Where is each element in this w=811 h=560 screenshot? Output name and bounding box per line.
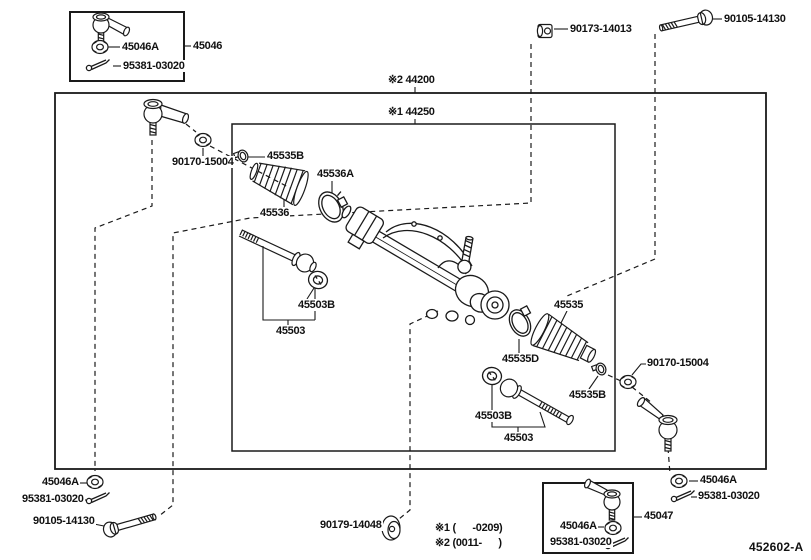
tie-rod-end-drawing-right bbox=[636, 397, 678, 452]
part-label-95381-bottom-right[interactable]: 95381-03020 bbox=[697, 490, 761, 502]
part-label-45503b-left[interactable]: 45503B bbox=[297, 299, 336, 311]
footnote-line-2: ※2 (0011- ) bbox=[434, 537, 503, 549]
part-label-45535[interactable]: 45535 bbox=[553, 299, 585, 311]
clamp-45535d-drawing bbox=[508, 304, 532, 337]
part-label-90105-14130-bottom-left[interactable]: 90105-14130 bbox=[32, 515, 96, 527]
rack-end-45503-right-drawing bbox=[499, 378, 574, 426]
nut-45046a-bottom-right-drawing bbox=[670, 473, 688, 489]
assembly-label-44250[interactable]: ※1 44250 bbox=[387, 106, 436, 118]
part-label-45536[interactable]: 45536 bbox=[259, 207, 291, 219]
footnote-line-1: ※1 ( -0209) bbox=[434, 522, 504, 534]
part-label-45046a-45047-box[interactable]: 45046A bbox=[559, 520, 598, 532]
washer-45503b-left-drawing bbox=[305, 268, 331, 292]
part-label-95381-topbox[interactable]: 95381-03020 bbox=[122, 60, 186, 72]
part-label-45503-left[interactable]: 45503 bbox=[275, 325, 307, 337]
part-label-90170-15004-right[interactable]: 90170-15004 bbox=[646, 357, 710, 369]
part-label-45535b-left[interactable]: 45535B bbox=[266, 150, 305, 162]
cotter-pin-topbox-drawing bbox=[85, 58, 111, 72]
part-label-45535d[interactable]: 45535D bbox=[501, 353, 540, 365]
assembly-44250-box bbox=[231, 123, 616, 452]
nut-45046a-45047-box-drawing bbox=[604, 520, 622, 536]
nut-90170-left-drawing bbox=[194, 132, 212, 148]
tie-rod-end-drawing-left bbox=[143, 98, 190, 136]
dashed-leader-lines bbox=[94, 34, 671, 520]
label-leader-lines bbox=[78, 18, 722, 544]
rack-end-45503-left-drawing bbox=[238, 229, 317, 273]
bolt-90105-top-drawing bbox=[657, 8, 715, 37]
part-label-90105-14130-top[interactable]: 90105-14130 bbox=[723, 13, 787, 25]
cotter-pin-bottom-left-drawing bbox=[85, 491, 111, 505]
clamp-45536a-drawing bbox=[318, 191, 349, 223]
part-label-45535b-right[interactable]: 45535B bbox=[568, 389, 607, 401]
clamp-45535b-right-drawing bbox=[590, 361, 609, 378]
nut-90173-drawing bbox=[536, 23, 553, 39]
part-label-95381-45047-box[interactable]: 95381-03020 bbox=[549, 536, 613, 548]
part-label-45046[interactable]: 45046 bbox=[192, 40, 224, 52]
part-label-90170-15004-left[interactable]: 90170-15004 bbox=[171, 156, 235, 168]
part-label-45503-right[interactable]: 45503 bbox=[503, 432, 535, 444]
part-label-95381-bottom-left[interactable]: 95381-03020 bbox=[21, 493, 85, 505]
nut-90179-drawing bbox=[381, 515, 401, 541]
steering-gear-assembly-drawing bbox=[341, 205, 510, 326]
clamp-45535b-left-drawing bbox=[232, 148, 251, 165]
assembly-label-44200[interactable]: ※2 44200 bbox=[387, 74, 436, 86]
nut-45046a-topbox-drawing bbox=[91, 39, 109, 55]
cotter-pin-bottom-right-drawing bbox=[670, 489, 696, 503]
bolt-90105-bottom-left-drawing bbox=[101, 508, 159, 540]
part-label-45536a[interactable]: 45536A bbox=[316, 168, 355, 180]
part-label-45047[interactable]: 45047 bbox=[643, 510, 675, 522]
part-label-45046a-topbox[interactable]: 45046A bbox=[121, 41, 160, 53]
tie-rod-end-drawing-45047-box bbox=[583, 478, 621, 521]
boot-45535-drawing bbox=[530, 313, 597, 363]
nut-90170-right-drawing bbox=[619, 374, 637, 390]
part-label-45046a-bottom-left[interactable]: 45046A bbox=[41, 476, 80, 488]
washer-45503b-right-drawing bbox=[480, 365, 504, 387]
part-label-90173-14013[interactable]: 90173-14013 bbox=[569, 23, 633, 35]
drawing-code: 452602-A bbox=[748, 540, 805, 554]
tie-rod-end-drawing-topbox bbox=[92, 12, 131, 44]
part-label-45503b-right[interactable]: 45503B bbox=[474, 410, 513, 422]
nut-45046a-bottom-left-drawing bbox=[86, 474, 104, 490]
part-label-90179-14048[interactable]: 90179-14048 bbox=[319, 519, 383, 531]
boot-45536-drawing bbox=[249, 162, 309, 207]
part-label-45046a-bottom-right[interactable]: 45046A bbox=[699, 474, 738, 486]
